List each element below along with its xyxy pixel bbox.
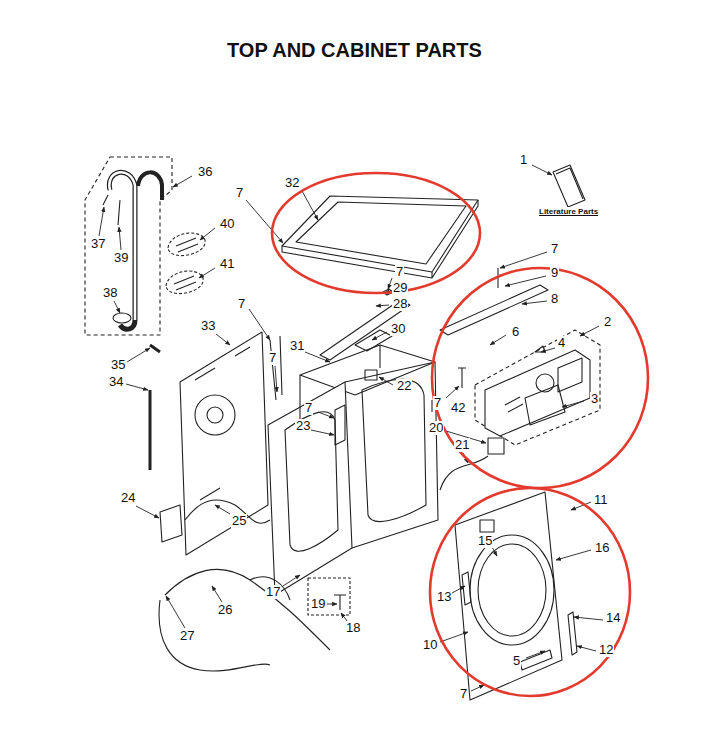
- callout-number: 15: [477, 534, 493, 548]
- callout-number: 9: [550, 266, 559, 280]
- callout-number: 7: [235, 186, 244, 200]
- diagram-title: TOP AND CABINET PARTS: [227, 39, 482, 62]
- callout-number: 37: [90, 237, 106, 251]
- callout-number: 13: [436, 590, 452, 604]
- caption-label: Literature Parts: [538, 207, 599, 216]
- callout-number: 30: [390, 322, 406, 336]
- callout-number: 39: [113, 251, 129, 265]
- callout-number: 28: [392, 297, 408, 311]
- callout-number: 31: [289, 339, 305, 353]
- callout-number: 5: [512, 654, 521, 668]
- callout-number: 2: [603, 315, 612, 329]
- callout-number: 7: [304, 401, 313, 415]
- callout-number: 8: [550, 292, 559, 306]
- callout-number: 29: [392, 281, 408, 295]
- callout-number: 7: [395, 265, 404, 279]
- callout-number: 7: [268, 351, 277, 365]
- callout-number: 19: [310, 597, 326, 611]
- callout-number: 25: [231, 514, 247, 528]
- callout-number: 21: [454, 438, 470, 452]
- callout-number: 7: [237, 297, 246, 311]
- callout-number: 20: [428, 421, 444, 435]
- callout-number: 16: [594, 541, 610, 555]
- callout-number: 32: [284, 176, 300, 190]
- callout-number: 14: [605, 611, 621, 625]
- callout-number: 7: [550, 242, 559, 256]
- callout-number: 34: [108, 375, 124, 389]
- callout-number: 12: [598, 643, 614, 657]
- callout-number: 17: [265, 585, 281, 599]
- callout-number: 3: [590, 392, 599, 406]
- callout-number: 10: [422, 638, 438, 652]
- callout-number: 7: [459, 687, 468, 701]
- callout-number: 7: [433, 396, 442, 410]
- callout-number: 4: [557, 336, 566, 350]
- callout-number: 27: [179, 629, 195, 643]
- callout-number: 26: [217, 603, 233, 617]
- callout-number: 11: [593, 493, 609, 507]
- callout-number: 6: [511, 325, 520, 339]
- callout-number: 23: [295, 419, 311, 433]
- callout-number: 35: [110, 358, 126, 372]
- callout-number: 18: [345, 621, 361, 635]
- callout-number: 38: [102, 286, 118, 300]
- callout-number: 40: [219, 217, 235, 231]
- callout-number: 36: [197, 165, 213, 179]
- callout-number: 42: [450, 401, 466, 415]
- callout-number: 33: [200, 319, 216, 333]
- callout-number: 22: [396, 379, 412, 393]
- callout-number: 1: [519, 153, 528, 167]
- callout-number: 24: [120, 491, 136, 505]
- callout-number: 41: [219, 257, 235, 271]
